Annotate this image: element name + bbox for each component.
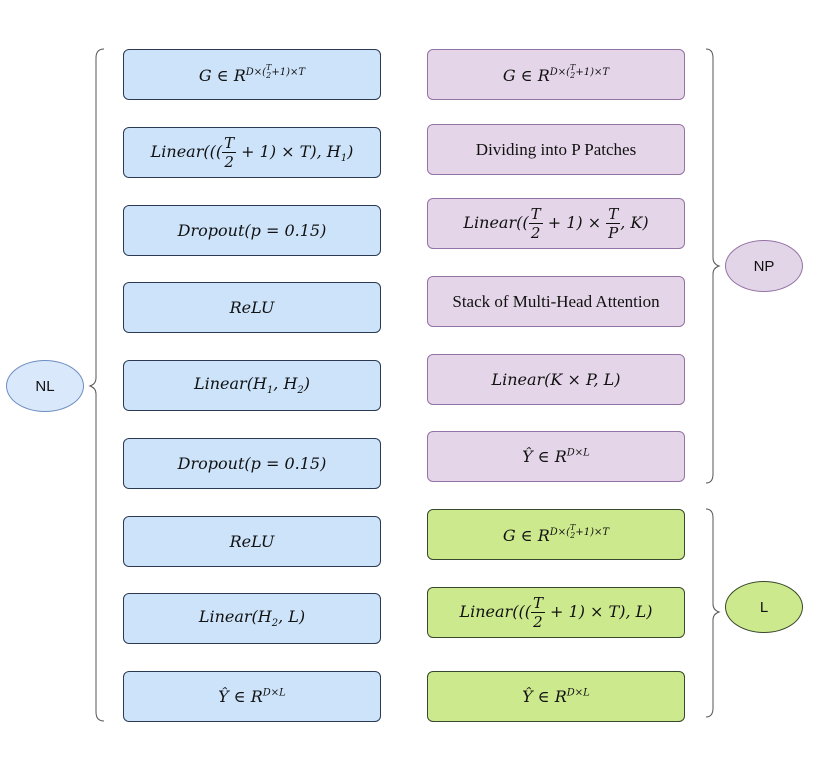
nl-dropout2-label: Dropout(p = 0.15) bbox=[177, 454, 327, 473]
nl-output-formula: Ŷ ∈ RD×L bbox=[218, 687, 286, 706]
np-brace bbox=[705, 48, 721, 484]
l-brace bbox=[705, 508, 721, 718]
nl-linear2-formula: Linear(H1, H2) bbox=[193, 374, 311, 397]
nl-output-box: Ŷ ∈ RD×L bbox=[123, 671, 381, 722]
l-group-text: L bbox=[759, 598, 769, 616]
nl-dropout1-label: Dropout(p = 0.15) bbox=[177, 221, 327, 240]
nl-linear3-formula: Linear(H2, L) bbox=[198, 607, 306, 630]
nl-group-text: NL bbox=[35, 377, 55, 395]
nl-group-label: NL bbox=[6, 360, 84, 412]
np-output-box: Ŷ ∈ RD×L bbox=[427, 431, 685, 482]
nl-relu1-label: ReLU bbox=[229, 298, 275, 317]
nl-relu1-box: ReLU bbox=[123, 282, 381, 333]
np-output-formula: Ŷ ∈ RD×L bbox=[522, 447, 590, 466]
l-output-formula: Ŷ ∈ RD×L bbox=[522, 687, 590, 706]
np-linear2-box: Linear(K × P, L) bbox=[427, 354, 685, 405]
np-group-text: NP bbox=[753, 257, 775, 275]
l-output-box: Ŷ ∈ RD×L bbox=[427, 671, 685, 722]
nl-relu2-box: ReLU bbox=[123, 516, 381, 567]
np-group-label: NP bbox=[725, 240, 803, 292]
np-patching-label: Dividing into P Patches bbox=[475, 139, 637, 159]
nl-linear3-box: Linear(H2, L) bbox=[123, 593, 381, 644]
nl-linear2-box: Linear(H1, H2) bbox=[123, 360, 381, 411]
nl-relu2-label: ReLU bbox=[229, 532, 275, 551]
np-attention-label: Stack of Multi-Head Attention bbox=[452, 291, 660, 311]
l-group-label: L bbox=[725, 581, 803, 633]
nl-dropout1-box: Dropout(p = 0.15) bbox=[123, 205, 381, 256]
np-attention-box: Stack of Multi-Head Attention bbox=[427, 276, 685, 327]
nl-brace bbox=[88, 48, 105, 722]
nl-dropout2-box: Dropout(p = 0.15) bbox=[123, 438, 381, 489]
np-patching-box: Dividing into P Patches bbox=[427, 124, 685, 175]
np-linear2-label: Linear(K × P, L) bbox=[491, 370, 621, 389]
